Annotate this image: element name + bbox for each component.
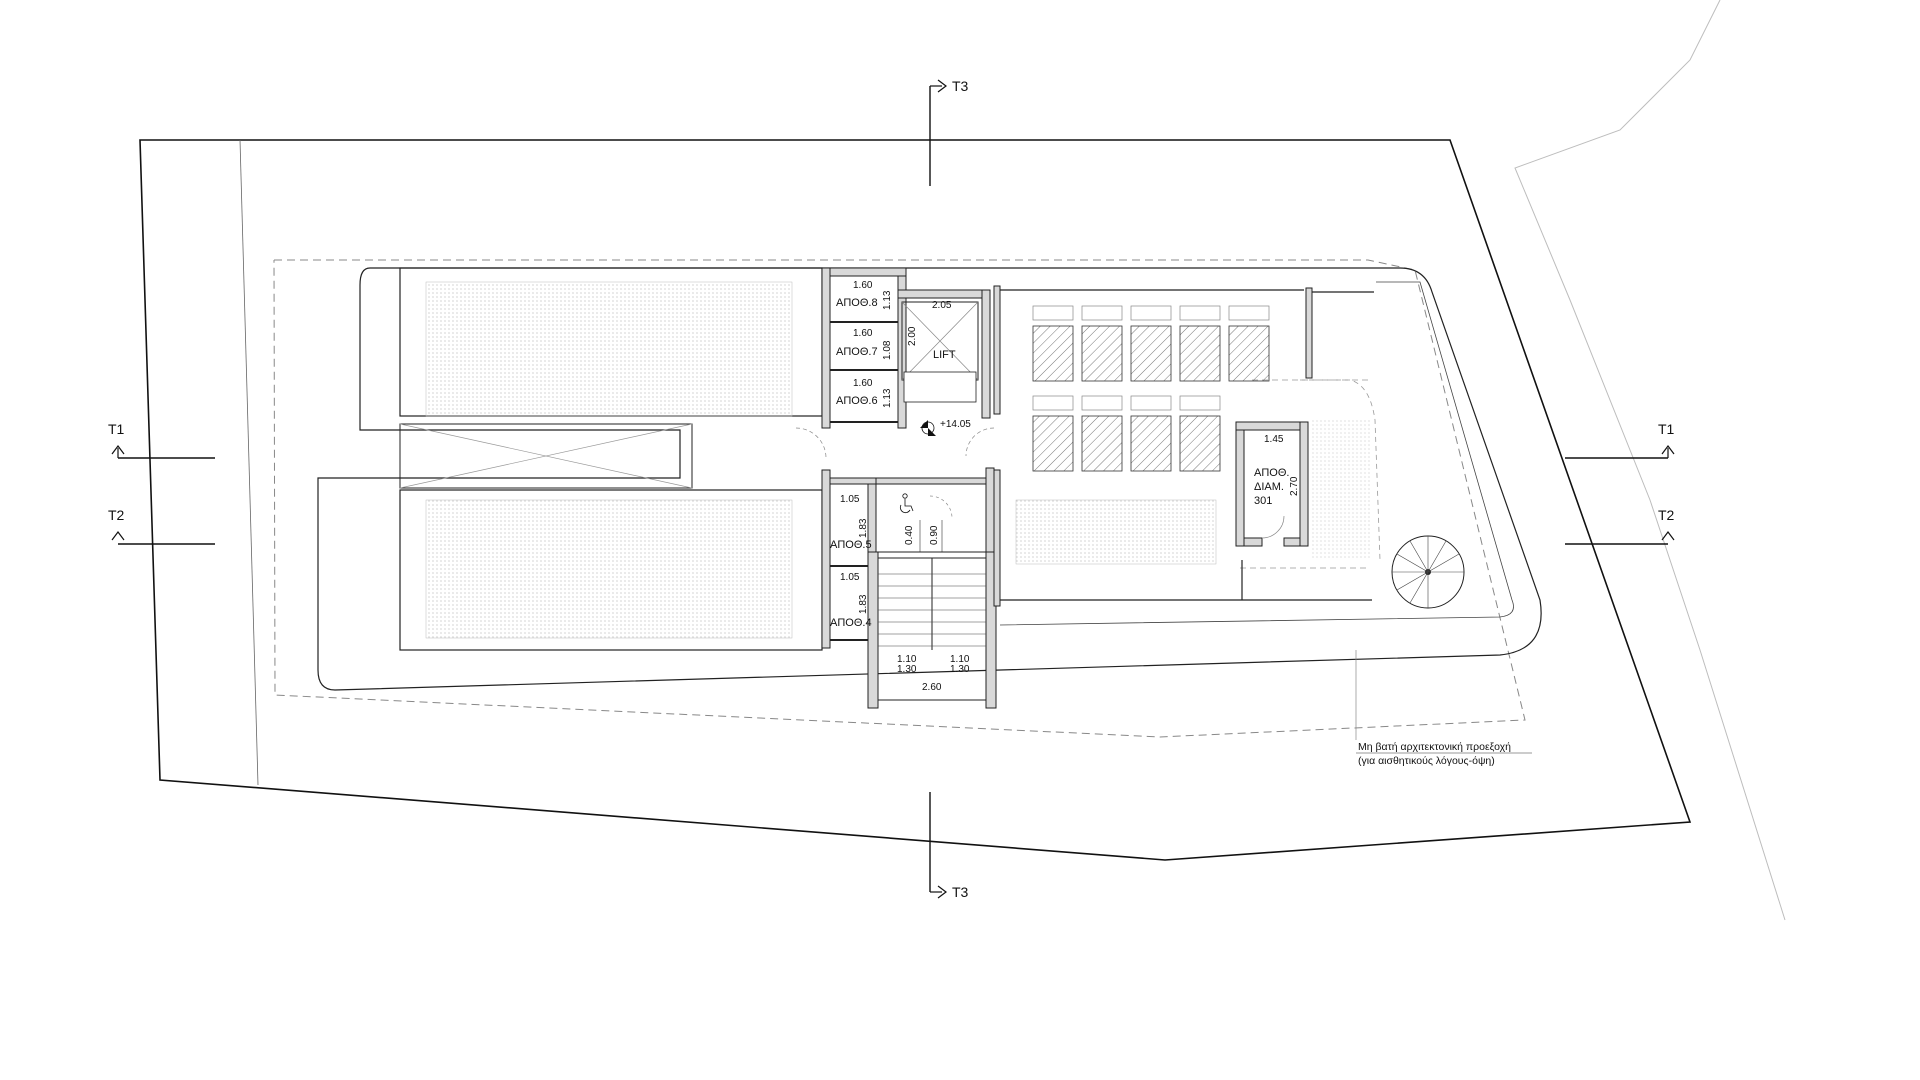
door-swing [965, 427, 995, 457]
solar-panel-field-top [425, 281, 793, 417]
dim-lift-h: 2.00 [907, 326, 918, 346]
room-label-storage-301-line3: 301 [1254, 495, 1272, 507]
dim-stair-left-2: 1.30 [897, 664, 917, 675]
section-label-t1-right: T1 [1658, 421, 1675, 437]
dim-stair-total: 2.60 [922, 682, 942, 693]
dim-apoth5-w: 1.05 [840, 494, 860, 505]
dim-apoth4-w: 1.05 [840, 572, 860, 583]
dim-apoth4-h: 1.83 [858, 594, 869, 614]
section-label-t3-bottom: T3 [952, 884, 969, 900]
elevation-label: +14.05 [940, 419, 971, 430]
solar-collectors [1032, 305, 1270, 472]
room-label-storage-301-line1: ΑΠΟΘ. [1254, 467, 1289, 479]
solar-panel-field-right [1015, 499, 1217, 565]
section-label-t2-left: T2 [108, 507, 125, 523]
solar-panel-field-bottom [425, 499, 793, 639]
dim-stair-right-1: 1.10 [950, 654, 970, 665]
dim-wc-b: 0.90 [929, 525, 940, 545]
dim-lift-w: 2.05 [932, 300, 952, 311]
dim-apoth5-h: 1.83 [858, 518, 869, 538]
annotation-line-1: Μη βατή αρχιτεκτονική προεξοχή [1358, 741, 1511, 753]
room-label-apoth8: ΑΠΟΘ.8 [836, 297, 878, 309]
dim-storage-301-h: 2.70 [1289, 476, 1300, 496]
dim-wc-a: 0.40 [904, 525, 915, 545]
dim-apoth8-h: 1.13 [882, 290, 893, 310]
plot-boundary [139, 139, 1692, 861]
light-well [399, 423, 693, 489]
section-label-t2-right: T2 [1658, 507, 1675, 523]
dim-stair-right-2: 1.30 [950, 664, 970, 675]
section-line-t3 [929, 79, 947, 899]
plot-setback-line [239, 139, 259, 786]
section-line-t2 [111, 531, 1675, 545]
dashed-building-outline [273, 259, 1526, 738]
dashed-terrace-outline [1300, 379, 1381, 561]
room-label-apoth6: ΑΠΟΘ.6 [836, 395, 878, 407]
spiral-staircase [1391, 535, 1465, 609]
east-walls [993, 285, 1374, 607]
neighbour-boundary-line [1514, 0, 1786, 921]
accessible-wc-icon [900, 493, 914, 514]
dim-stair-left-1: 1.10 [897, 654, 917, 665]
door-swing [795, 427, 827, 459]
lift-shaft [897, 289, 991, 419]
roof-inner-outline [999, 281, 1514, 626]
room-label-storage-301-line2: ΔΙΑΜ. [1254, 481, 1284, 493]
room-label-lift: LIFT [933, 349, 956, 361]
dim-storage-301-w: 1.45 [1264, 434, 1284, 445]
storage-301 [1235, 421, 1309, 547]
section-label-t3-top: T3 [952, 78, 969, 94]
dim-apoth7-w: 1.60 [853, 328, 873, 339]
annotation-line-2: (για αισθητικούς λόγους-όψη) [1358, 755, 1495, 767]
light-well-cross [399, 423, 693, 489]
dotted-terrace-zone [1312, 420, 1372, 560]
room-label-apoth4: ΑΠΟΘ.4 [830, 617, 872, 629]
dim-apoth8-w: 1.60 [853, 280, 873, 291]
staircase [867, 551, 997, 709]
section-line-t1 [111, 445, 1675, 459]
roof-parapet-outline [317, 267, 1542, 691]
room-label-apoth5: ΑΠΟΘ.5 [830, 539, 872, 551]
room-label-apoth7: ΑΠΟΘ.7 [836, 346, 878, 358]
dim-apoth6-h: 1.13 [882, 388, 893, 408]
dim-apoth7-h: 1.08 [882, 340, 893, 360]
dim-apoth6-w: 1.60 [853, 378, 873, 389]
section-label-t1-left: T1 [108, 421, 125, 437]
elevation-marker-icon [920, 420, 936, 436]
